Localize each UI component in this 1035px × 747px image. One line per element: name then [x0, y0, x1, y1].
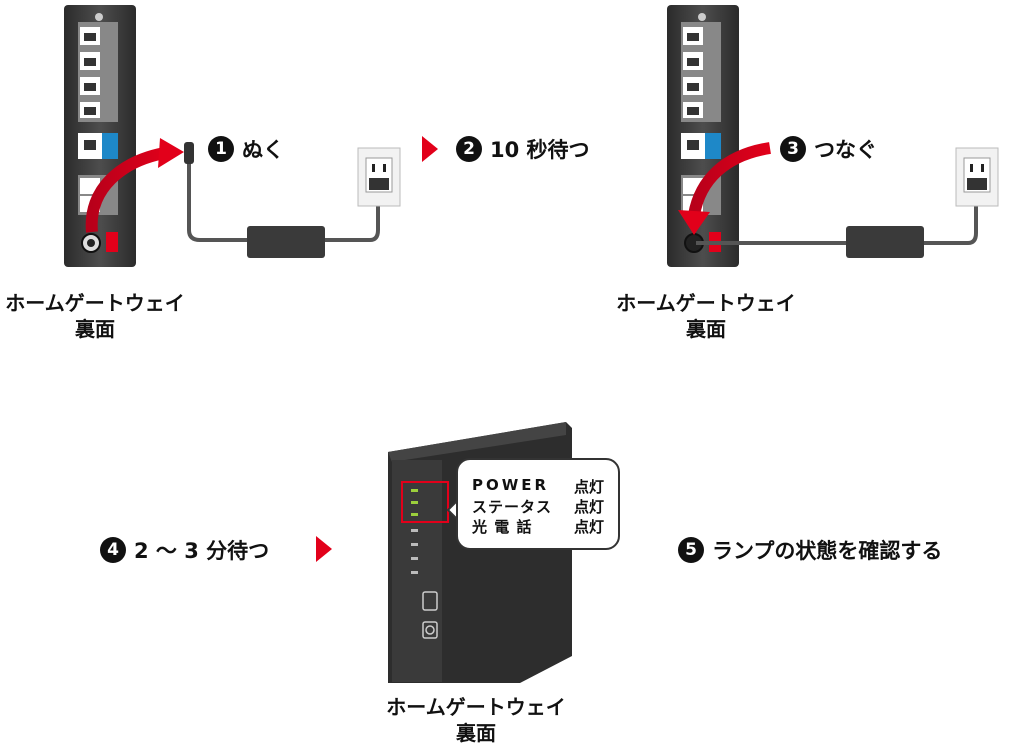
step-text: 10 秒待つ	[490, 134, 590, 164]
power-cable-connected	[696, 148, 998, 258]
step-2: 2 10 秒待つ	[456, 134, 590, 164]
router-front-label: ホームゲートウェイ 裏面	[378, 694, 574, 746]
label-line-1: ホームゲートウェイ	[0, 290, 190, 316]
lamp-status-power: 点灯	[574, 476, 604, 497]
step-text: つなぐ	[814, 134, 877, 164]
label-line-2: 裏面	[0, 316, 190, 342]
lamp-name-power: POWER	[472, 476, 549, 494]
step-text: ランプの状態を確認する	[712, 535, 942, 565]
step-3: 3 つなぐ	[780, 134, 877, 164]
label-line-2: 裏面	[608, 316, 804, 342]
label-line-1: ホームゲートウェイ	[608, 290, 804, 316]
lamp-name-phone: 光 電 話	[472, 516, 532, 537]
step-number-icon: 3	[780, 136, 806, 162]
router-back-left	[64, 5, 136, 267]
lamp-name-status: ステータス	[472, 496, 552, 517]
step-number-icon: 1	[208, 136, 234, 162]
step-1: 1 ぬく	[208, 134, 284, 164]
step-number-icon: 2	[456, 136, 482, 162]
next-arrow-1	[422, 136, 438, 162]
router-back-label-right: ホームゲートウェイ 裏面	[608, 290, 804, 342]
step-number-icon: 5	[678, 537, 704, 563]
lamp-status-callout: POWER 点灯 ステータス 点灯 光 電 話 点灯	[456, 458, 620, 550]
step-number-icon: 4	[100, 537, 126, 563]
step-4: 4 2 ～ 3 分待つ	[100, 535, 269, 565]
label-line-1: ホームゲートウェイ	[378, 694, 574, 720]
lamp-status-status: 点灯	[574, 496, 604, 517]
step-text: ぬく	[242, 134, 284, 164]
router-back-label-left: ホームゲートウェイ 裏面	[0, 290, 190, 342]
step-text: 2 ～ 3 分待つ	[134, 535, 269, 565]
next-arrow-2	[316, 536, 332, 562]
router-back-right	[667, 5, 739, 267]
step-5: 5 ランプの状態を確認する	[678, 535, 942, 565]
lamp-status-phone: 点灯	[574, 516, 604, 537]
label-line-2: 裏面	[378, 720, 574, 746]
unplug-arrowhead	[158, 138, 184, 168]
